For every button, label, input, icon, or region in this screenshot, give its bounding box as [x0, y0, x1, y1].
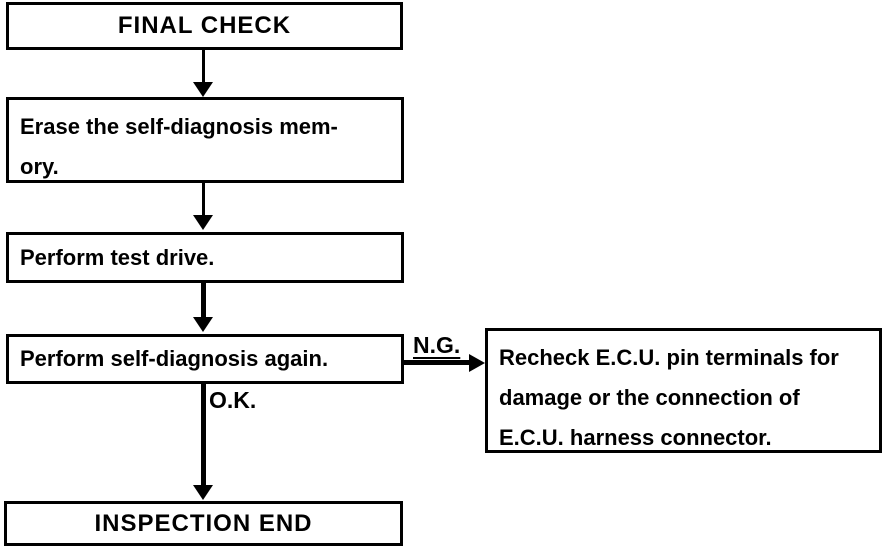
arrow-head-down-icon [193, 82, 213, 97]
arrow-shaft [202, 50, 205, 84]
node-recheck-ecu: Recheck E.C.U. pin terminals for damage … [485, 328, 882, 453]
node-test-drive-label: Perform test drive. [20, 244, 215, 270]
node-self-diagnosis: Perform self-diagnosis again. [6, 334, 404, 384]
edge-label-ok: O.K. [209, 387, 257, 413]
node-final-check-label: FINAL CHECK [117, 12, 292, 39]
edge-label-ng: N.G. [413, 332, 461, 358]
node-test-drive: Perform test drive. [6, 232, 404, 283]
node-erase-memory: Erase the self-diagnosis mem- ory. [6, 97, 404, 183]
node-recheck-ecu-line1: Recheck E.C.U. pin terminals for [499, 345, 839, 370]
arrow-head-down-icon [193, 485, 213, 500]
node-erase-memory-line2: ory. [20, 154, 59, 179]
arrow-shaft [201, 283, 206, 319]
arrow-shaft [201, 384, 206, 486]
node-self-diagnosis-label: Perform self-diagnosis again. [20, 346, 329, 371]
arrow-head-right-icon [469, 354, 485, 372]
node-recheck-ecu-line2: damage or the connection of [499, 385, 800, 410]
arrow-head-down-icon [193, 215, 213, 230]
node-final-check: FINAL CHECK [6, 2, 403, 50]
arrow-shaft [403, 360, 471, 365]
node-erase-memory-line1: Erase the self-diagnosis mem- [20, 114, 338, 139]
arrow-shaft [202, 183, 205, 217]
node-inspection-end-label: INSPECTION END [94, 509, 313, 537]
arrow-head-down-icon [193, 317, 213, 332]
node-recheck-ecu-line3: E.C.U. harness connector. [499, 425, 772, 450]
node-inspection-end: INSPECTION END [4, 501, 403, 546]
